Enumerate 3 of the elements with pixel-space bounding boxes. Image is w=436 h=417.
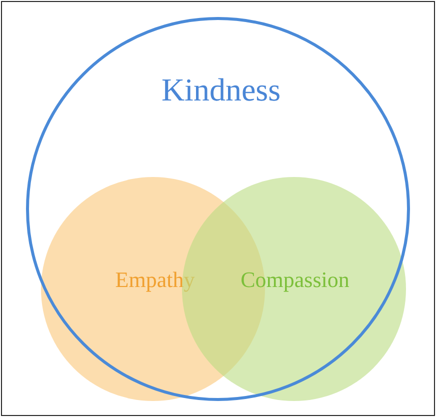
circle-label: Kindness	[161, 72, 281, 108]
circle-label: Compassion	[240, 267, 350, 293]
circle-label: Empathy	[115, 267, 195, 293]
